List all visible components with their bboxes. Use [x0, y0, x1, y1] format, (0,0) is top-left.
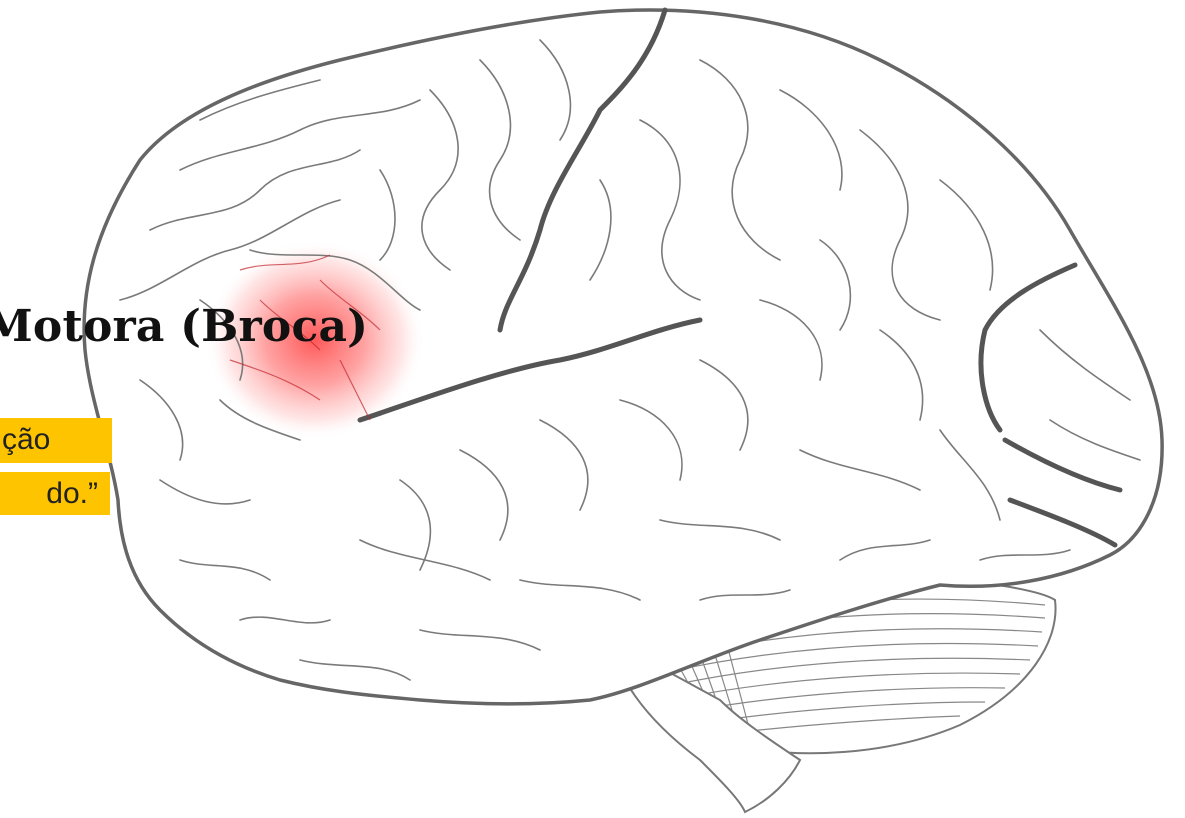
quote-highlight-line-1: ção — [0, 418, 112, 463]
quote-highlight-line-2: do.” — [0, 472, 110, 515]
region-title: Motora (Broca) — [0, 305, 368, 349]
